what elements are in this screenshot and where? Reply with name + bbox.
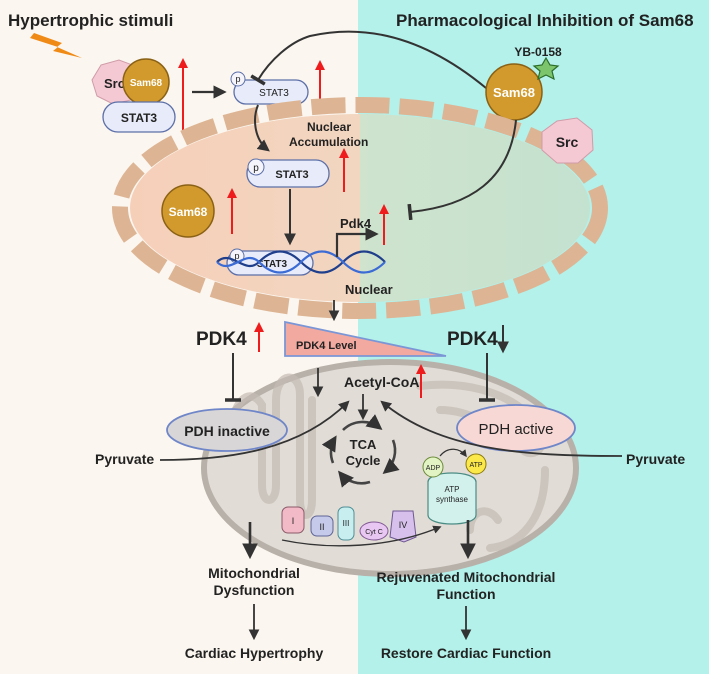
sam68-protein-right [485, 63, 543, 121]
cardiac-hypertrophy-label: Cardiac Hypertrophy [185, 645, 324, 661]
atp-molecule [465, 453, 487, 475]
pdk4-right-label: PDK4 [447, 329, 498, 350]
sam68-protein-nuclear [161, 184, 215, 238]
stat3-protein-cyto [102, 101, 176, 133]
src-protein-right [541, 117, 594, 164]
tca-label-1: TCA [350, 437, 377, 452]
src-protein-label: Src [104, 76, 125, 91]
nucleus-envelope [112, 97, 608, 319]
electron-flow-arrow [281, 525, 442, 547]
complex-1 [281, 506, 305, 534]
adp-molecule [422, 456, 444, 478]
atp-label: ATP [469, 462, 482, 469]
atp-synthase-label-1: ATP [445, 485, 460, 494]
restore-cardiac-label: Restore Cardiac Function [381, 645, 551, 661]
pstat3-protein-cyto [233, 79, 309, 105]
acetyl-coa-label: Acetyl-CoA [344, 374, 419, 390]
arrow-pyruvate-right [380, 400, 623, 457]
adp-label: ADP [426, 465, 441, 472]
tca-cycle [321, 414, 400, 488]
phospho-tag-cyto-label: p [235, 74, 240, 84]
arrow-nuclear-accumulation [254, 104, 270, 152]
nuclear-accumulation-label-2: Accumulation [289, 135, 368, 149]
pdh-active-label: PDH active [478, 421, 553, 438]
pdk4-transcription-arrow [335, 227, 379, 257]
pyruvate-right-label: Pyruvate [626, 451, 685, 467]
pstat3-protein-dna-label: STAT3 [257, 259, 288, 270]
pstat3-protein-nuclear-label: STAT3 [275, 169, 308, 181]
left-panel-title: Hypertrophic stimuli [8, 11, 173, 30]
phospho-tag-dna-label: p [234, 251, 239, 261]
complex-2-label: II [319, 522, 324, 532]
phospho-tag-nuclear-label: p [253, 163, 259, 174]
complex-3-label: III [343, 519, 350, 528]
tca-label-2: Cycle [346, 453, 381, 468]
pdk4-gene-label: Pdk4 [340, 216, 372, 231]
phospho-tag-nuclear [247, 158, 265, 176]
sam68-protein-cyto-label: Sam68 [130, 78, 163, 89]
src-protein-right-label: Src [556, 134, 579, 150]
src-sam68-stat3-complex: Src Sam68 STAT3 [91, 58, 176, 133]
rejuvenated-label-1: Rejuvenated Mitochondrial [377, 569, 556, 585]
pdh-inactive-label: PDH inactive [184, 423, 270, 439]
pdh-inactive [166, 408, 288, 452]
complex-4 [389, 510, 417, 543]
complex-4-label: IV [399, 520, 408, 530]
phospho-tag-cyto [230, 71, 246, 87]
dna-helix [216, 250, 386, 274]
lightning-icon [30, 33, 82, 58]
rejuvenated-label-2: Function [436, 586, 495, 602]
inhibition-sam68-to-stat3 [250, 30, 487, 89]
nuclear-label: Nuclear [345, 282, 393, 297]
adp-to-atp-arrow [439, 448, 467, 458]
pstat3-protein-cyto-label: STAT3 [259, 88, 289, 99]
cyt-c [359, 521, 389, 541]
complex-3 [337, 506, 355, 541]
atp-synthase-label-2: synthase [436, 495, 469, 504]
complex-2 [310, 515, 334, 537]
sam68-protein-right-label: Sam68 [493, 85, 535, 100]
pdk4-left-label: PDK4 [196, 329, 247, 350]
arrow-pyruvate-left [159, 400, 350, 461]
pyruvate-left-label: Pyruvate [95, 451, 154, 467]
inhibition-sam68-to-pdk4 [407, 119, 517, 221]
stat3-protein-cyto-label: STAT3 [121, 111, 158, 125]
sam68-protein-nuclear-label: Sam68 [169, 205, 208, 219]
inhibitor-label: YB-0158 [514, 45, 562, 59]
pstat3-protein-nuclear [246, 159, 330, 188]
complex-1-label: I [292, 516, 295, 526]
right-panel-title: Pharmacological Inhibition of Sam68 [396, 11, 694, 30]
cyt-c-label: Cyt C [365, 529, 383, 536]
mito-dysfunction-label-2: Dysfunction [214, 582, 295, 598]
mito-dysfunction-label-1: Mitochondrial [208, 565, 300, 581]
pdk4-level-label: PDK4 Level [296, 340, 357, 352]
pdk4-level-wedge [284, 320, 447, 357]
nuclear-accumulation-label-1: Nuclear [307, 120, 351, 134]
yb-0158-inhibitor-icon [532, 56, 560, 81]
